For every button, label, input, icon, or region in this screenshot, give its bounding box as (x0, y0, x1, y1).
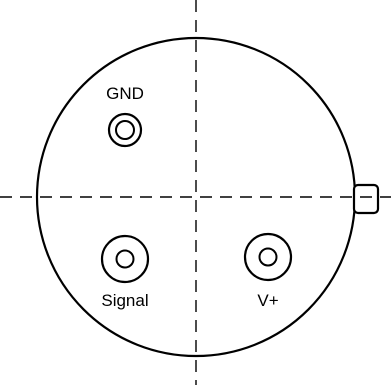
connector-key-tab (352, 183, 380, 215)
pin-signal: Signal (100, 234, 150, 310)
pin-gnd: GND (106, 84, 144, 148)
pin-vplus: V+ (243, 232, 293, 310)
pin-gnd-label: GND (106, 84, 144, 103)
pin-vplus-label: V+ (257, 291, 278, 310)
pin-signal-label: Signal (101, 291, 148, 310)
pin-gnd-inner-ring (115, 120, 135, 140)
pin-signal-inner-ring (115, 249, 135, 269)
pin-vplus-inner-ring (258, 247, 278, 267)
